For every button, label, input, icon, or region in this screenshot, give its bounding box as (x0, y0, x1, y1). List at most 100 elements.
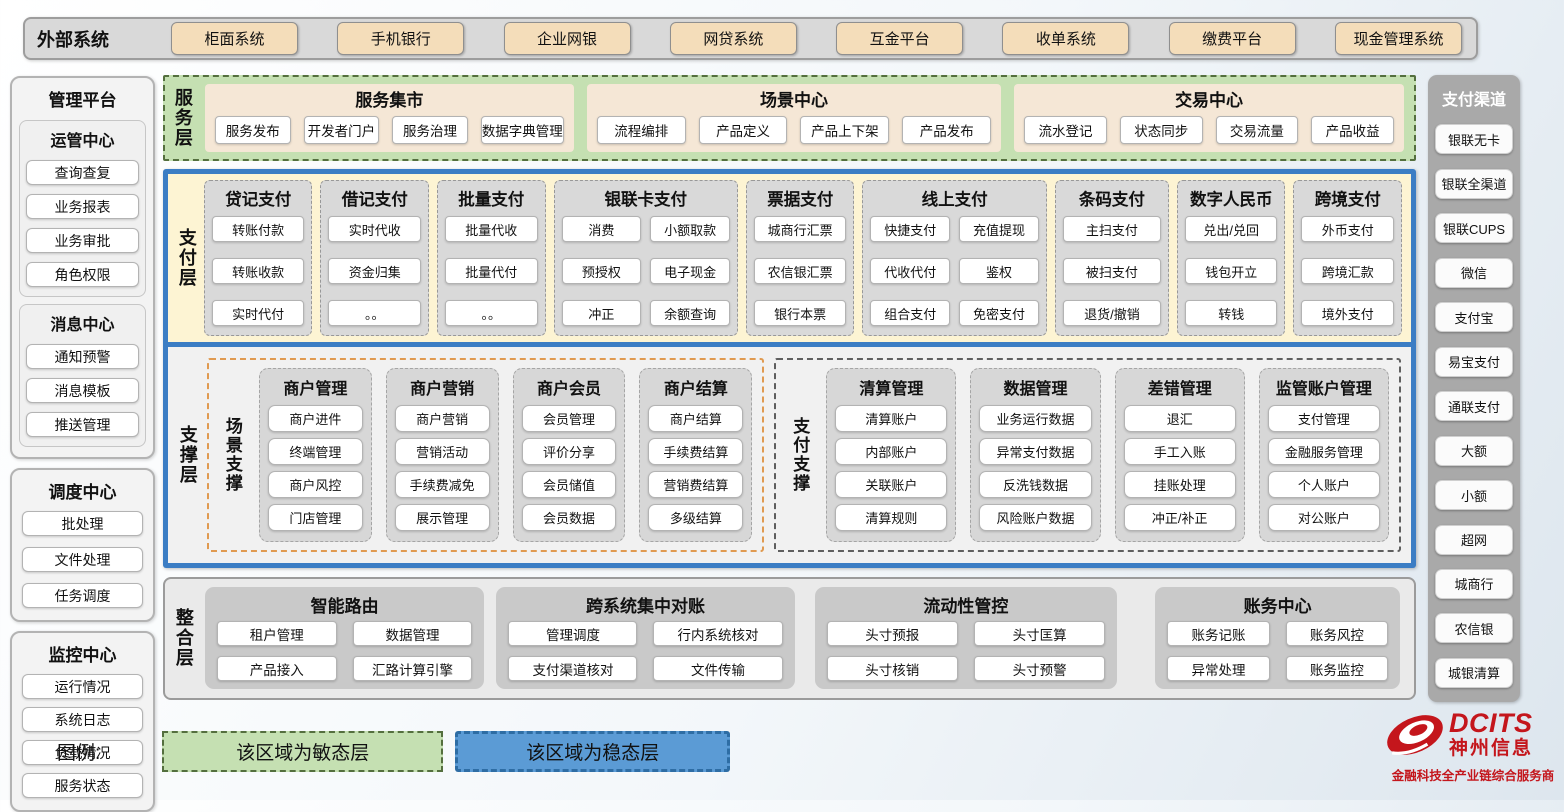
monitor-center-title: 监控中心 (48, 646, 117, 665)
dcits-swirl-icon (1387, 715, 1443, 755)
column-title: 跨境支付 (1314, 191, 1381, 209)
payment-support-label: 支付支撑 (790, 417, 810, 493)
monitor-center-items: 运行情况 系统日志 负载情况 服务状态 (19, 668, 146, 800)
legend: 图例: 该区域为敏态层 该区域为稳态层 (57, 731, 731, 772)
column-items: 实时代收 资金归集 。。 (328, 212, 421, 326)
barcode-pay-column: 条码支付 主扫支付 被扫支付 退货/撤销 (1054, 180, 1169, 336)
module-chip: 清算账户 (835, 405, 948, 432)
module-chip: 退汇 (1123, 405, 1236, 432)
module-chip: 状态同步 (1119, 116, 1203, 144)
module-chip: 交易流量 (1215, 116, 1299, 144)
column-title: 贷记支付 (225, 191, 292, 209)
payment-channels-title: 支付渠道 (1441, 92, 1506, 109)
column-items: 转账付款 转账收款 实时代付 (211, 212, 305, 326)
module-chip: 被扫支付 (1062, 258, 1161, 284)
module-chip: 个人账户 (1267, 471, 1380, 498)
external-systems-label: 外部系统 (37, 29, 109, 50)
external-system-chip: 现金管理系统 (1334, 22, 1462, 55)
module-chip: 资金归集 (328, 258, 421, 284)
merchant-marketing-box: 商户营销 商户营销 营销活动 手续费减免 展示管理 (385, 368, 499, 542)
channel-chip: 城银清算 (1435, 657, 1513, 688)
error-mgmt-box: 差错管理 退汇 手工入账 挂账处理 冲正/补正 (1114, 368, 1245, 542)
channel-chip: 农信银 (1435, 613, 1513, 644)
payment-layer-label: 支付层 (176, 228, 197, 288)
module-chip: 服务治理 (392, 116, 468, 144)
module-chip: 账务记账 (1167, 621, 1270, 646)
module-chip: 头寸预警 (973, 656, 1106, 681)
module-chip: 终端管理 (267, 438, 363, 465)
scene-support-group: 场景支撑 商户管理 商户进件 终端管理 商户风控 门店管理 商户营销 商户营销 (206, 358, 765, 552)
box-title: 跨系统集中对账 (585, 597, 705, 616)
module-chip: 展示管理 (394, 504, 490, 531)
box-items: 租户管理 数据管理 产品接入 汇路计算引擎 (216, 621, 473, 681)
box-items: 会员管理 评价分享 会员储值 会员数据 (521, 401, 617, 531)
module-chip: 支付渠道核对 (508, 656, 638, 681)
trade-center-box: 交易中心 流水登记 状态同步 交易流量 产品收益 (1014, 84, 1404, 152)
digital-rmb-column: 数字人民币 兑出/兑回 钱包开立 转钱 (1176, 180, 1286, 336)
module-chip: 会员储值 (521, 471, 617, 498)
column-title: 数字人民币 (1189, 191, 1273, 209)
legend-stable-layer: 该区域为稳态层 (455, 731, 731, 772)
module-chip: 银行本票 (753, 300, 847, 326)
smart-routing-box: 智能路由 租户管理 数据管理 产品接入 汇路计算引擎 (204, 587, 485, 689)
module-chip: 异常处理 (1167, 656, 1270, 681)
management-platform-box: 管理平台 运管中心 查询查复 业务报表 业务审批 角色权限 消息中心 通知预警 … (10, 76, 155, 459)
architecture-main: 服务层 服务集市 服务发布 开发者门户 服务治理 数据字典管理 场景中心 流程编… (163, 75, 1416, 700)
module-chip: 实时代收 (328, 216, 421, 242)
external-system-chip: 缴费平台 (1168, 22, 1296, 55)
module-chip: 挂账处理 (1123, 471, 1236, 498)
module-chip: 电子现金 (650, 258, 730, 284)
dcits-tagline: 金融科技全产业链综合服务商 (1391, 769, 1555, 783)
external-systems-list: 柜面系统 手机银行 企业网银 网贷系统 互金平台 收单系统 缴费平台 现金管理系… (137, 22, 1462, 55)
debit-pay-column: 借记支付 实时代收 资金归集 。。 (320, 180, 429, 336)
module-chip: 钱包开立 (1184, 258, 1278, 284)
module-chip: 实时代付 (211, 300, 305, 326)
module-chip: 兑出/兑回 (1184, 216, 1278, 242)
module-chip: 角色权限 (26, 262, 139, 287)
external-system-chip: 互金平台 (836, 22, 964, 55)
module-chip: 余额查询 (650, 300, 730, 326)
ops-center-group: 运管中心 查询查复 业务报表 业务审批 角色权限 (19, 120, 146, 297)
channel-chip: 城商行 (1435, 568, 1513, 599)
box-items: 流水登记 状态同步 交易流量 产品收益 (1024, 116, 1394, 144)
merchant-mgmt-box: 商户管理 商户进件 终端管理 商户风控 门店管理 (258, 368, 372, 542)
external-system-chip: 企业网银 (503, 22, 631, 55)
module-chip: 商户结算 (648, 405, 744, 432)
module-chip: 城商行汇票 (753, 216, 847, 242)
module-chip: 充值提现 (959, 216, 1039, 242)
scene-support-label: 场景支撑 (222, 417, 242, 493)
box-title: 流动性管控 (923, 597, 1009, 616)
module-chip: 开发者门户 (303, 116, 380, 144)
module-chip: 。。 (328, 300, 421, 326)
module-chip: 流水登记 (1024, 116, 1107, 144)
channel-chip: 银联全渠道 (1435, 168, 1513, 199)
payment-support-label-wrap: 支付支撑 (786, 368, 812, 542)
box-items: 支付管理 金融服务管理 个人账户 对公账户 (1267, 401, 1380, 531)
legend-label: 图例: (57, 743, 101, 764)
dcits-logo: DCITS 神州信息 金融科技全产业链综合服务商 (1383, 706, 1563, 784)
column-items: 兑出/兑回 钱包开立 转钱 (1184, 212, 1278, 326)
dispatch-center-title: 调度中心 (48, 483, 117, 502)
box-title: 交易中心 (1175, 91, 1244, 110)
box-title: 监管账户管理 (1275, 381, 1372, 398)
module-chip: 组合支付 (870, 300, 951, 326)
module-chip: 免密支付 (959, 300, 1039, 326)
module-chip: 鉴权 (959, 258, 1039, 284)
module-chip: 手工入账 (1123, 438, 1236, 465)
module-chip: 风险账户数据 (979, 504, 1092, 531)
module-chip: 手续费减免 (394, 471, 490, 498)
module-chip: 系统日志 (22, 707, 143, 732)
management-platform-title: 管理平台 (48, 91, 117, 110)
module-chip: 批处理 (22, 511, 143, 536)
module-chip: 转账收款 (211, 258, 305, 284)
module-chip: 商户风控 (267, 471, 363, 498)
dcits-name: 神州信息 (1449, 737, 1534, 759)
clearing-mgmt-box: 清算管理 清算账户 内部账户 关联账户 清算规则 (826, 368, 957, 542)
channel-chip: 微信 (1435, 257, 1513, 288)
module-chip: 内部账户 (835, 438, 948, 465)
box-items: 清算账户 内部账户 关联账户 清算规则 (835, 401, 948, 531)
channel-chip: 通联支付 (1435, 391, 1513, 422)
module-chip: 转钱 (1184, 300, 1278, 326)
column-items: 主扫支付 被扫支付 退货/撤销 (1062, 212, 1161, 326)
data-mgmt-box: 数据管理 业务运行数据 异常支付数据 反洗钱数据 风险账户数据 (970, 368, 1101, 542)
